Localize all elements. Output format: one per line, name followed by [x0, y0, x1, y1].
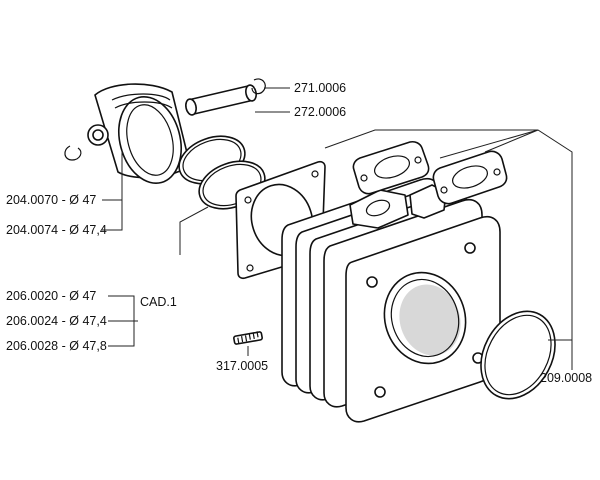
label-ring-47: 206.0020 - Ø 47	[6, 289, 96, 303]
piston-clip-left	[64, 145, 82, 161]
label-piston-pin: 272.0006	[294, 105, 346, 119]
label-stud: 317.0005	[216, 359, 268, 373]
piston	[87, 83, 191, 185]
label-gasket-set: 209.0008	[540, 371, 592, 385]
leader-lines	[102, 87, 573, 370]
label-ring-47-4: 206.0024 - Ø 47,4	[6, 314, 107, 328]
label-piston-47: 204.0070 - Ø 47	[6, 193, 96, 207]
label-ring-47-8: 206.0028 - Ø 47,8	[6, 339, 107, 353]
cylinder	[281, 178, 501, 423]
piston-clip-right	[251, 78, 266, 95]
head-gasket-ring	[480, 310, 556, 400]
label-ring-group: CAD.1	[140, 295, 177, 309]
piston-pin	[185, 84, 257, 116]
label-piston-47-4: 204.0074 - Ø 47,4	[6, 223, 107, 237]
stud	[233, 331, 263, 345]
exhaust-gasket	[352, 140, 430, 195]
label-piston-clip: 271.0006	[294, 81, 346, 95]
intake-gasket	[432, 150, 508, 205]
